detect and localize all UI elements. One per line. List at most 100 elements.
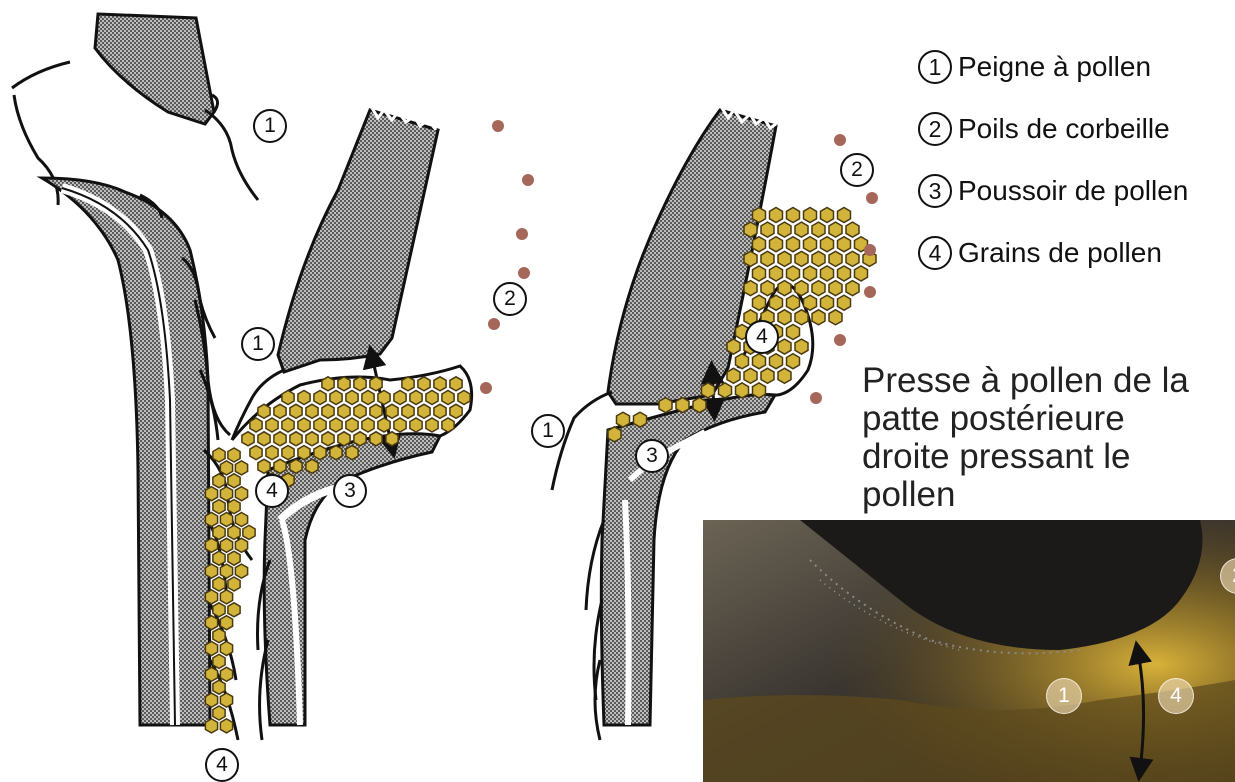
pollen-grain [727, 339, 740, 354]
pollen-grain [426, 391, 438, 405]
pollen-grain [220, 616, 232, 630]
caption-line: patte postérieure [862, 400, 1222, 438]
pollen-grain [829, 251, 842, 266]
pollen-grain [274, 404, 286, 418]
pollen-grain [205, 487, 217, 501]
pollen-grain [778, 310, 791, 325]
pollen-grain [812, 251, 825, 266]
pollen-grain [290, 459, 302, 473]
pollen-grain [314, 391, 326, 405]
marker-left-pusher: 3 [333, 474, 367, 508]
pollen-grain [804, 295, 817, 310]
pollen-grain [736, 383, 749, 398]
legend-item-pollen-pusher: 3 Poussoir de pollen [918, 160, 1188, 222]
pollen-grain [426, 418, 438, 432]
pollen-grain [386, 432, 398, 446]
pollen-grain [402, 404, 414, 418]
pollen-grain [770, 266, 783, 281]
pollen-grain [744, 368, 757, 383]
photo-marker-comb: 1 [1046, 678, 1082, 714]
pollen-grain [821, 295, 834, 310]
pollen-grain [659, 398, 672, 413]
pollen-grain [228, 551, 240, 565]
pollen-grain [812, 222, 825, 237]
pollen-grain [228, 577, 240, 591]
pollen-grain [205, 719, 217, 733]
pollen-grain [205, 564, 217, 578]
pollen-grain [693, 398, 706, 413]
pollen-grain [434, 404, 446, 418]
pollen-grain [205, 538, 217, 552]
pollen-grain [330, 418, 342, 432]
pollen-grain [228, 474, 240, 488]
legend-number: 1 [918, 50, 952, 84]
pollen-grain [770, 354, 783, 369]
pollen-grain [258, 459, 270, 473]
pollen-grain [362, 418, 374, 432]
legend-item-pollen-comb: 1 Peigne à pollen [918, 36, 1188, 98]
caption-line: Presse à pollen de la [862, 362, 1222, 400]
pollen-grain [370, 377, 382, 391]
pollen-grain [235, 564, 247, 578]
pollen-grain [458, 391, 470, 405]
pollen-grain [205, 693, 217, 707]
pollen-grain [821, 208, 834, 223]
pollen-grain [346, 446, 358, 460]
pollen-grain [386, 404, 398, 418]
legend-item-pollen-grains: 4 Grains de pollen [918, 222, 1188, 284]
pollen-grain [442, 418, 454, 432]
legend-number: 2 [918, 112, 952, 146]
pollen-grain [228, 448, 240, 462]
pollen-grain [213, 654, 225, 668]
basket-hair-dot [866, 192, 878, 204]
pollen-grain [829, 222, 842, 237]
pollen-grain [812, 281, 825, 296]
legend-label: Poils de corbeille [958, 113, 1170, 145]
pollen-grain [736, 354, 749, 369]
pollen-grain [205, 667, 217, 681]
pollen-grain [220, 719, 232, 733]
pollen-grain [235, 513, 247, 527]
pollen-grain [290, 404, 302, 418]
pollen-grain [250, 418, 262, 432]
pollen-grain [744, 251, 757, 266]
pollen-grain [676, 398, 689, 413]
pollen-grain [298, 391, 310, 405]
pollen-grain [322, 377, 334, 391]
pollen-grain [282, 391, 294, 405]
pollen-grain [266, 418, 278, 432]
pollen-grain [838, 266, 851, 281]
legend-number: 4 [918, 236, 952, 270]
pollen-grain [338, 432, 350, 446]
pollen-grain [378, 391, 390, 405]
legend-label: Peigne à pollen [958, 51, 1151, 83]
pollen-grain [330, 391, 342, 405]
pollen-grain [753, 383, 766, 398]
pollen-grain [442, 391, 454, 405]
pollen-grain [220, 461, 232, 475]
pollen-grain [213, 603, 225, 617]
caption-line: pollen [862, 476, 1222, 514]
pollen-grain [338, 377, 350, 391]
pollen-grain [274, 459, 286, 473]
pollen-grain [250, 446, 262, 460]
pollen-grain [829, 281, 842, 296]
pollen-grain [795, 251, 808, 266]
basket-hair-dot [480, 382, 492, 394]
pollen-grain [795, 281, 808, 296]
marker-left-pollen: 4 [255, 474, 289, 508]
pollen-grain [787, 325, 800, 340]
pollen-grain [838, 295, 851, 310]
pollen-grain [258, 404, 270, 418]
pollen-grain [242, 432, 254, 446]
marker-left-basket-hairs: 2 [493, 282, 527, 316]
pollen-grain [795, 310, 808, 325]
pollen-grain [298, 446, 310, 460]
pollen-grain [787, 237, 800, 252]
pollen-grain [298, 418, 310, 432]
pollen-grain [617, 412, 630, 427]
pollen-grain [370, 404, 382, 418]
pollen-grain [258, 432, 270, 446]
pollen-grain [634, 412, 647, 427]
photo-marker-pollen: 4 [1158, 678, 1194, 714]
